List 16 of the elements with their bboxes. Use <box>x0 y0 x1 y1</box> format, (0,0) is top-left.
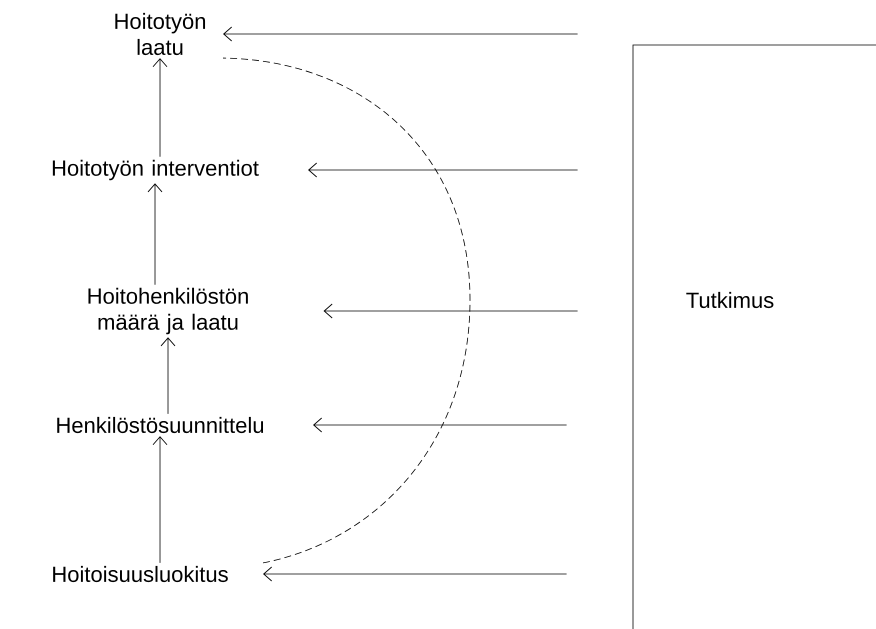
arrow <box>308 162 578 178</box>
arrow <box>152 436 168 564</box>
node-label: Hoitoisuusluokitus <box>53 566 228 582</box>
arrow <box>148 183 162 286</box>
arrow <box>324 304 578 318</box>
arrow <box>313 418 567 432</box>
dashed-arc <box>222 58 470 564</box>
node-label: Henkilöstösuunnittelu <box>57 416 264 434</box>
arrow <box>223 26 578 42</box>
node-label: Hoitotyön laatu <box>115 12 206 56</box>
research-box: Tutkimus <box>632 44 876 629</box>
node-label: Hoitohenkilöstön määrä ja laatu <box>88 288 248 334</box>
node-label: Hoitotyön interventiot <box>52 160 259 180</box>
arrow <box>263 566 567 582</box>
arrow <box>152 58 168 158</box>
arrow <box>160 337 176 414</box>
